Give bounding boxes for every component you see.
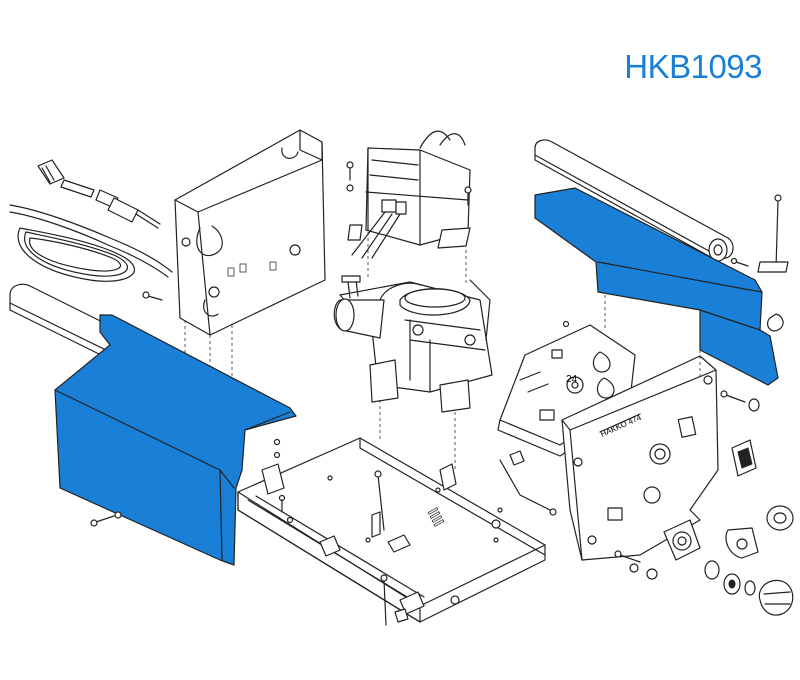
base-screws bbox=[273, 438, 409, 626]
screw-left bbox=[142, 291, 163, 301]
right-handle-bar bbox=[534, 139, 734, 262]
right-side-cover bbox=[534, 187, 779, 386]
left-cover-fold-lines bbox=[54, 389, 235, 561]
front-screws bbox=[614, 390, 760, 580]
front-panel: HAKKO 474 bbox=[561, 355, 719, 561]
rear-case-frame bbox=[174, 129, 326, 336]
left-cover-lip bbox=[244, 411, 291, 431]
assembly-guide-lines-right bbox=[604, 295, 701, 380]
part-code-title: HKB1093 bbox=[624, 48, 762, 85]
receptacle-connector bbox=[663, 519, 741, 595]
brand-label-panel bbox=[599, 413, 641, 433]
right-cover-fold-lines bbox=[597, 261, 763, 331]
vacuum-pump-motor bbox=[333, 275, 493, 413]
left-side-cover bbox=[54, 314, 297, 566]
grounding-lug bbox=[499, 450, 557, 516]
screw-bottom-left bbox=[90, 511, 122, 527]
right-handle-bracket bbox=[730, 194, 789, 332]
assembly-guide-lines-transformer bbox=[367, 232, 467, 285]
knob-assembly bbox=[725, 505, 794, 616]
transformer-screws bbox=[346, 161, 472, 206]
assembly-guide-lines-pump bbox=[379, 400, 456, 470]
callout-number: 24 bbox=[566, 374, 578, 385]
filter-tube-parts bbox=[37, 159, 161, 229]
power-switch bbox=[731, 439, 757, 477]
base-chassis bbox=[237, 437, 546, 623]
transformer bbox=[347, 130, 471, 259]
power-cord-assembly bbox=[9, 204, 173, 282]
